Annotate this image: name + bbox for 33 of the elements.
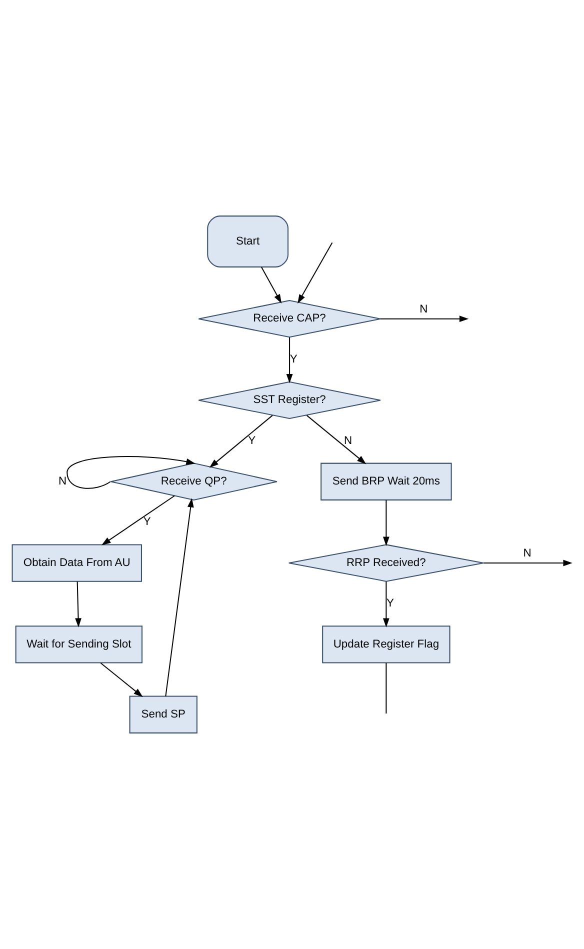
arrow <box>209 415 273 468</box>
node-box: Send SP <box>129 696 198 734</box>
node-diamond: Receive QP? <box>110 462 278 500</box>
node-diamond: RRP Received? <box>288 544 484 582</box>
arrow <box>66 456 196 489</box>
arrow <box>382 500 390 546</box>
arrow <box>165 498 194 696</box>
node-box: Update Register Flag <box>322 626 450 664</box>
arrow <box>100 662 143 698</box>
edge-label: N <box>523 548 532 560</box>
edge-label: Y <box>386 598 394 610</box>
edge-label: Y <box>248 434 256 447</box>
node-diamond: Receive CAP? <box>198 300 381 338</box>
node-box: Start <box>207 216 288 268</box>
edge-label: Y <box>290 353 298 366</box>
arrow <box>102 495 175 546</box>
edge-label: N <box>344 434 352 447</box>
arrow <box>484 560 572 566</box>
arrow <box>261 266 282 304</box>
node-diamond: SST Register? <box>198 381 381 420</box>
arrow <box>75 582 82 628</box>
node-box: Send BRP Wait 20ms <box>320 462 452 500</box>
edge-label: N <box>420 304 428 316</box>
edge-label: N <box>58 475 67 488</box>
arrow <box>298 242 333 304</box>
arrow <box>306 415 366 464</box>
arrow <box>380 316 469 322</box>
arrow <box>382 582 390 628</box>
arrow <box>286 337 293 384</box>
node-box: Obtain Data From AU <box>12 544 142 582</box>
node-box: Wait for Sending Slot <box>15 626 142 664</box>
edge-label: Y <box>143 516 151 528</box>
connector <box>386 662 387 714</box>
